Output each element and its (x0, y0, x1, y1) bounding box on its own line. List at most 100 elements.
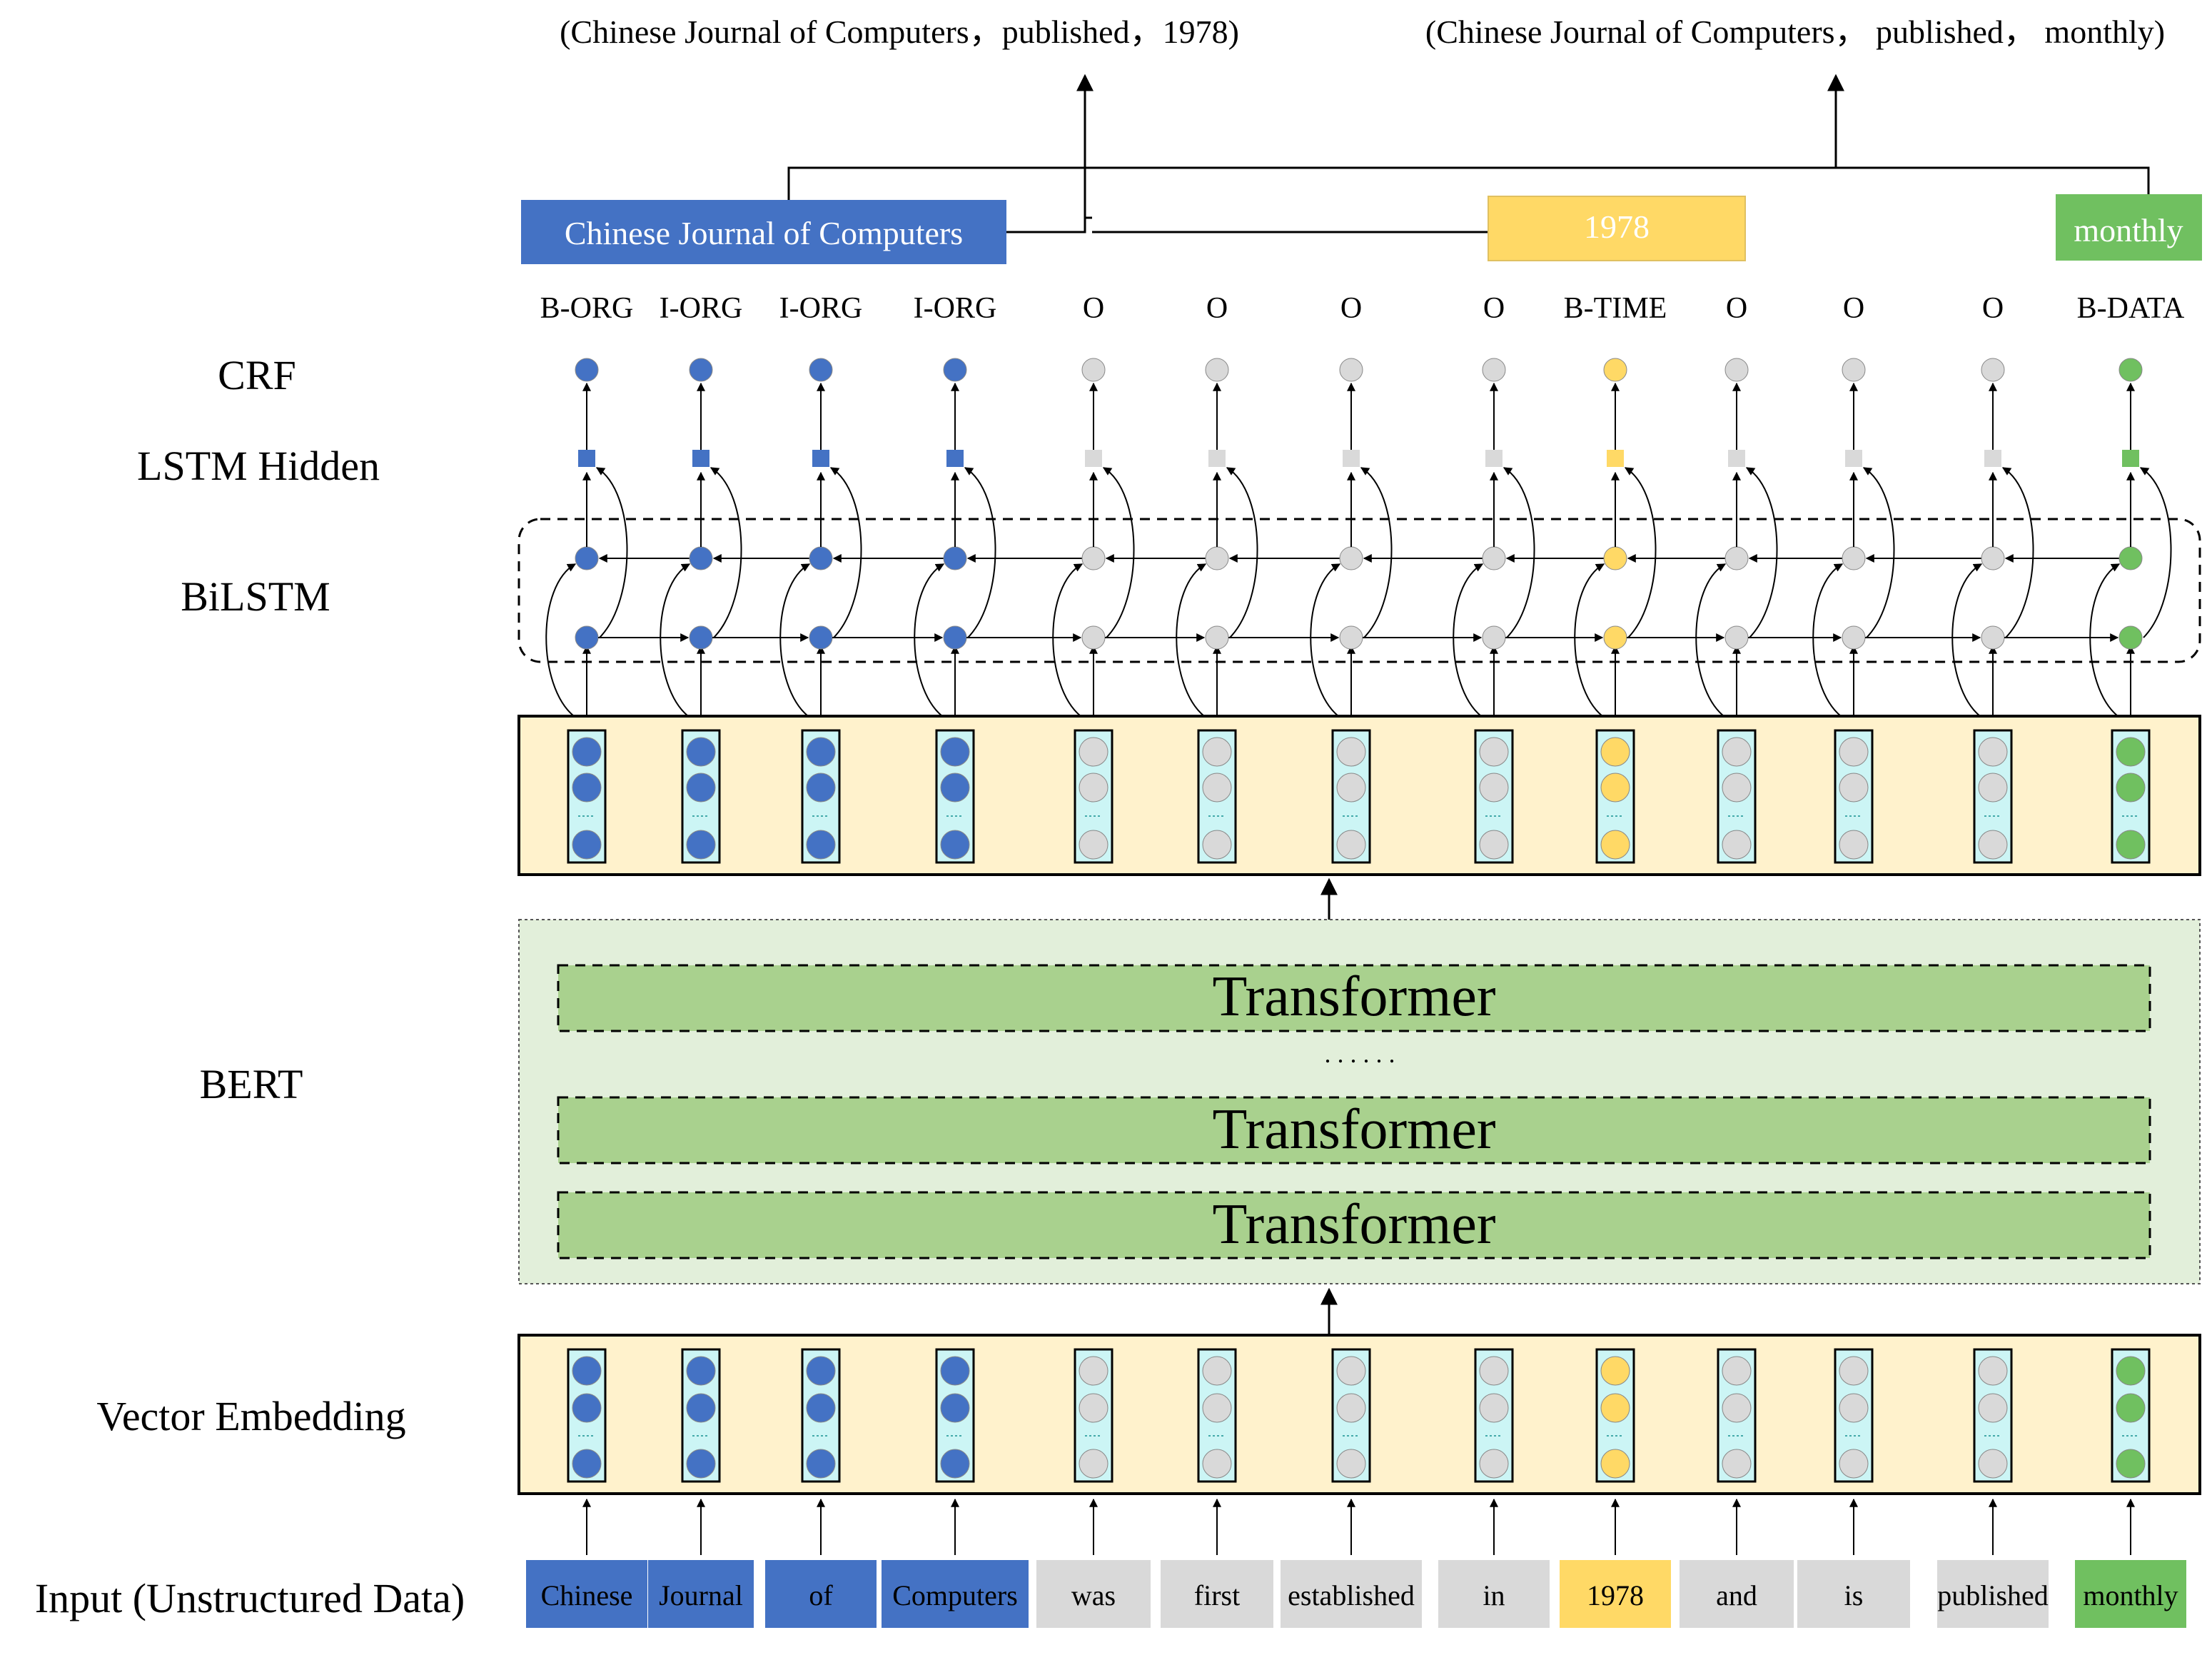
layer-label-lstm-hidden: LSTM Hidden (137, 443, 380, 489)
feature-to-backward-arrow (2089, 563, 2121, 717)
bio-tag: O (1483, 292, 1505, 325)
feature-unit (1202, 773, 1232, 803)
feature-unit (1479, 773, 1509, 803)
layer-label-bilstm: BiLSTM (181, 573, 330, 620)
triple-monthly: (Chinese Journal of Computers， published… (1425, 14, 2165, 50)
embedding-unit (1722, 1393, 1752, 1423)
feature-to-backward-arrow (914, 563, 945, 717)
forward-to-hidden-arrow (1624, 467, 1657, 638)
embedding-unit (940, 1449, 970, 1479)
crf-node (1081, 358, 1106, 382)
input-word-box (1161, 1560, 1273, 1628)
feature-unit (1202, 737, 1232, 767)
input-word-box (1937, 1560, 2049, 1628)
feature-unit (1839, 737, 1869, 767)
embedding-unit (572, 1393, 602, 1423)
input-word-box (526, 1560, 647, 1628)
forward-to-hidden-arrow (1360, 467, 1393, 638)
embedding-unit (1600, 1356, 1630, 1386)
crf-node (943, 358, 967, 382)
embedding-unit (940, 1356, 970, 1386)
feature-unit (1978, 773, 2008, 803)
bio-tag: I-ORG (914, 292, 997, 325)
feature-unit (686, 737, 716, 767)
bio-tag: I-ORG (660, 292, 743, 325)
forward-lstm-node (1603, 625, 1627, 650)
crf-node (1724, 358, 1749, 382)
input-word: monthly (2083, 1579, 2178, 1611)
feature-unit (1336, 737, 1366, 767)
forward-to-hidden-arrow (1503, 467, 1535, 638)
feature-unit (940, 737, 970, 767)
feature-unit (1079, 830, 1108, 860)
token-column: in O (1438, 292, 1604, 1628)
feature-unit (572, 830, 602, 860)
layer-label-bert: BERT (200, 1061, 303, 1107)
input-word: Chinese (541, 1579, 633, 1611)
lstm-hidden-unit (1208, 450, 1226, 467)
feature-to-backward-arrow (1310, 563, 1341, 717)
lstm-hidden-unit (1085, 450, 1102, 467)
forward-lstm-node (1339, 625, 1363, 650)
crf-node (1339, 358, 1363, 382)
feature-unit (1978, 737, 2008, 767)
bio-tag: O (1340, 292, 1362, 325)
backward-lstm-node (575, 546, 599, 570)
feature-to-backward-arrow (1453, 563, 1484, 717)
forward-to-hidden-arrow (1102, 467, 1135, 638)
lstm-hidden-unit (692, 450, 709, 467)
crf-node (575, 358, 599, 382)
entity-label-org: Chinese Journal of Computers (565, 215, 963, 251)
backward-lstm-node (1724, 546, 1749, 570)
embedding-unit (1079, 1449, 1108, 1479)
lstm-hidden-unit (1485, 450, 1503, 467)
bio-tag: B-TIME (1564, 292, 1667, 325)
input-word: and (1716, 1579, 1757, 1611)
feature-unit (2116, 737, 2146, 767)
embedding-unit (686, 1356, 716, 1386)
forward-to-hidden-arrow (2001, 467, 2034, 638)
transformer-label-bottom: Transformer (1213, 1193, 1496, 1256)
embedding-unit (1336, 1356, 1366, 1386)
embedding-unit (1202, 1449, 1232, 1479)
feature-to-backward-arrow (1574, 563, 1605, 717)
input-word: in (1483, 1579, 1505, 1611)
input-word-box (882, 1560, 1029, 1628)
input-word-box (1680, 1560, 1794, 1628)
forward-to-hidden-arrow (2139, 467, 2172, 638)
lstm-hidden-unit (1343, 450, 1360, 467)
feature-unit (1600, 773, 1630, 803)
forward-lstm-node (2118, 625, 2143, 650)
token-column: ofI-ORG (765, 292, 944, 1628)
lstm-hidden-unit (578, 450, 595, 467)
forward-to-hidden-arrow (709, 467, 742, 638)
feature-unit (1722, 773, 1752, 803)
forward-lstm-node (1842, 625, 1866, 650)
input-word: 1978 (1587, 1579, 1644, 1611)
forward-lstm-node (575, 625, 599, 650)
forward-lstm-node (809, 625, 833, 650)
bio-tag: I-ORG (779, 292, 863, 325)
lstm-hidden-unit (2122, 450, 2139, 467)
bilstm-container (517, 518, 2201, 663)
embedding-unit (1978, 1449, 2008, 1479)
embedding-unit (1600, 1393, 1630, 1423)
embedding-unit (686, 1449, 716, 1479)
forward-to-hidden-arrow (595, 467, 628, 638)
forward-to-hidden-arrow (1745, 467, 1778, 638)
feature-unit (1079, 773, 1108, 803)
embedding-unit (806, 1449, 836, 1479)
backward-lstm-node (1603, 546, 1627, 570)
lstm-hidden-unit (812, 450, 829, 467)
forward-to-hidden-arrow (1226, 467, 1258, 638)
layer-label-crf: CRF (218, 352, 296, 398)
input-word-box (1281, 1560, 1422, 1628)
layer-label-input: Input (Unstructured Data) (35, 1575, 465, 1621)
input-word-box (1560, 1560, 1671, 1628)
backward-lstm-node (809, 546, 833, 570)
embedding-unit (1202, 1356, 1232, 1386)
